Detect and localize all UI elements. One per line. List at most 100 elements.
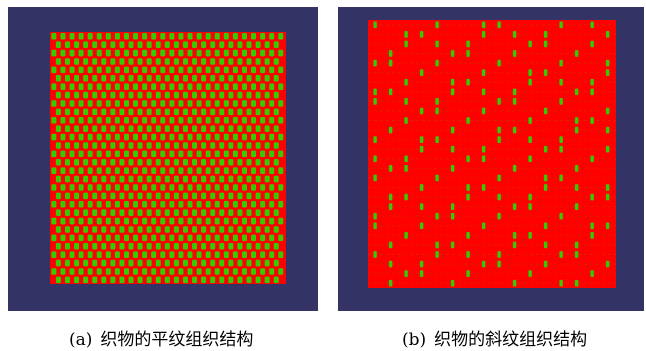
weft-float — [123, 83, 129, 90]
weft-float — [178, 66, 184, 74]
weft-float — [128, 209, 134, 216]
weft-float — [201, 108, 207, 116]
weft-float — [590, 40, 594, 48]
weft-float — [160, 217, 166, 225]
weft-float — [373, 174, 377, 182]
weft-float — [164, 125, 170, 132]
weft-float — [87, 117, 93, 124]
weft-float — [146, 75, 152, 82]
weft-float — [101, 91, 107, 99]
weft-float — [123, 201, 129, 208]
weft-float — [269, 100, 275, 107]
weft-float — [101, 75, 107, 82]
weft-float — [264, 276, 270, 284]
weft-float — [155, 259, 161, 267]
weft-float — [74, 175, 80, 183]
weft-float — [232, 33, 238, 40]
weft-float — [83, 243, 89, 250]
weft-float — [255, 108, 261, 116]
weft-float — [74, 209, 80, 216]
weft-float — [210, 142, 216, 149]
weft-float — [74, 75, 80, 82]
weft-float — [55, 209, 61, 216]
weft-float — [574, 184, 579, 191]
weft-float — [182, 175, 188, 183]
weft-float — [251, 167, 257, 174]
weft-float — [96, 167, 102, 174]
weft-float — [260, 100, 266, 107]
weft-float — [223, 251, 229, 258]
weft-float — [146, 209, 152, 216]
weft-float — [605, 222, 610, 230]
weft-float — [60, 167, 66, 174]
weft-float — [251, 83, 257, 90]
weft-float — [164, 75, 170, 82]
weft-float — [123, 49, 129, 57]
weft-float — [205, 150, 211, 158]
weft-float — [151, 83, 157, 90]
weft-float — [164, 209, 170, 216]
weft-float — [251, 150, 257, 158]
weft-float — [246, 209, 252, 216]
weft-float — [228, 259, 234, 267]
weft-float — [450, 50, 455, 57]
weft-float — [214, 167, 220, 174]
weft-float — [101, 159, 107, 166]
weft-float — [69, 201, 75, 208]
weft-float — [373, 222, 377, 230]
weft-float — [264, 108, 270, 116]
weft-float — [264, 192, 270, 200]
weft-float — [223, 133, 229, 141]
weft-float — [110, 91, 116, 99]
weft-float — [223, 66, 229, 74]
weft-float — [182, 41, 188, 48]
weft-float — [497, 251, 501, 258]
weft-float — [543, 184, 548, 191]
weft-float — [205, 100, 211, 107]
weft-float — [92, 209, 98, 216]
weft-float — [110, 226, 116, 233]
weft-float — [114, 150, 120, 158]
weft-float — [74, 159, 80, 166]
weft-float — [241, 251, 247, 258]
weft-float — [78, 201, 84, 208]
weft-float — [74, 226, 80, 233]
weft-float — [60, 117, 66, 124]
weft-float — [237, 175, 243, 183]
weft-float — [559, 78, 563, 86]
weft-float — [92, 75, 98, 82]
weft-float — [201, 125, 207, 132]
weft-float — [246, 91, 252, 99]
weft-float — [74, 108, 80, 116]
weft-float — [169, 201, 175, 208]
weft-float — [83, 75, 89, 82]
weft-float — [214, 217, 220, 225]
weft-float — [55, 91, 61, 99]
weft-float — [512, 241, 517, 249]
weft-float — [96, 83, 102, 90]
weft-float — [205, 117, 211, 124]
weft-float — [205, 49, 211, 57]
weft-float — [187, 201, 193, 208]
weft-float — [133, 167, 139, 174]
weft-float — [605, 69, 610, 76]
weft-float — [214, 133, 220, 141]
weft-float — [264, 209, 270, 216]
weft-float — [264, 243, 270, 250]
weft-float — [481, 155, 486, 163]
weft-float — [64, 159, 70, 166]
weft-float — [128, 192, 134, 200]
weft-float — [164, 175, 170, 183]
weft-float — [142, 234, 148, 242]
weft-float — [264, 259, 270, 267]
weft-float — [51, 251, 57, 258]
weft-float — [255, 175, 261, 183]
weft-float — [196, 100, 202, 107]
weft-float — [214, 117, 220, 124]
weft-float — [273, 276, 279, 284]
weft-float — [590, 155, 594, 163]
weft-float — [388, 165, 393, 172]
weft-float — [273, 259, 279, 267]
weft-float — [196, 184, 202, 191]
weft-float — [187, 100, 193, 107]
